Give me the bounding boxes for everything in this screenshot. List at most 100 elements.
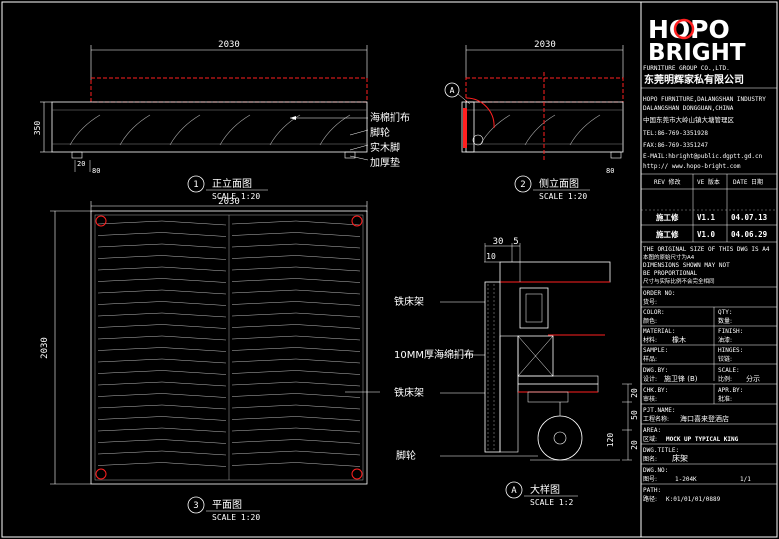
dwg-by-value: 施卫锋 (B) [664, 374, 698, 383]
plan-view: 2030 2030 [40, 197, 380, 485]
view-num-front: 1 [193, 180, 198, 190]
plan-slat-line [97, 232, 227, 237]
view-name-front: 正立面图 [212, 177, 252, 190]
callout-fabric: 海棉扪布 [370, 111, 410, 124]
plan-slat-line [97, 335, 227, 341]
plan-slat-line [231, 462, 361, 467]
view-num-detail: A [511, 486, 517, 496]
area-cn: 区域: [643, 435, 657, 443]
plan-slat-line [231, 427, 361, 433]
front-small-dim-b: 80 [92, 167, 100, 175]
view-scale-detail: SCALE 1:2 [530, 498, 574, 507]
view-name-detail: 大样图 [530, 483, 560, 496]
detail-dim-30: 30 [493, 237, 504, 247]
detail-dim-10: 10 [486, 252, 496, 261]
area-label: AREA: [643, 427, 661, 434]
rev1-ver: V1.1 [697, 213, 716, 222]
rev1-date: 04.07.13 [731, 213, 768, 222]
plan-slat-line [97, 243, 227, 249]
front-small-dim-a: 20 [77, 160, 85, 168]
view-name-plan: 平面图 [212, 499, 242, 511]
material-label: MATERIAL: [643, 328, 676, 335]
dwg-by-label: DWG.BY: [643, 367, 668, 374]
view-title-front: 1 正立面图 SCALE 1:20 [187, 175, 268, 201]
note-2: 本图的原始尺寸为A4 [643, 253, 695, 261]
front-elevation: 2030 350 20 80 [33, 40, 369, 175]
dwg-no-label: DWG.NO: [643, 467, 668, 474]
finish-label: FINISH: [718, 328, 743, 335]
area-value: MOCK UP TYPICAL KING [666, 436, 739, 443]
pjt-name-cn: 工程名称: [643, 415, 669, 423]
note-3: DIMENSIONS SHOWN MAY NOT [643, 262, 730, 269]
front-width-dim: 2030 [218, 40, 240, 50]
rev2-date: 04.06.29 [731, 230, 768, 239]
web: http:// www.hopo-bright.com [643, 163, 741, 170]
view-num-side: 2 [520, 180, 525, 190]
plan-slat-line [97, 347, 227, 352]
callout-wood-leg: 实木脚 [370, 141, 400, 154]
pjt-name-label: PJT.NAME: [643, 407, 676, 414]
plan-slat-line [231, 370, 361, 375]
callout-sponge-fabric: 10MM厚海绵扪布 [394, 348, 474, 361]
title-block: HOPO BRIGHT FURNITURE GROUP CO.,LTD. 东莞明… [641, 15, 777, 503]
plan-slat-line [231, 289, 361, 295]
view-scale-plan: SCALE 1:20 [212, 513, 260, 522]
plan-slat-line [231, 232, 361, 237]
rev-header-date: DATE 日期 [733, 178, 763, 186]
path-cn: 路径: [643, 495, 657, 503]
address-cn: 中国东莞市大岭山镇大塘管理区 [643, 115, 735, 124]
plan-slat-line [97, 462, 227, 467]
side-width-dim: 2030 [534, 40, 556, 50]
plan-slat-line [97, 301, 227, 306]
view-scale-front: SCALE 1:20 [212, 192, 260, 201]
tel: TEL:86-769-3351928 [643, 130, 708, 137]
callout-caster-detail: 脚轮 [396, 449, 416, 462]
plan-slat-line [231, 220, 361, 226]
front-frame-red [90, 77, 368, 103]
plan-slat-line [231, 324, 361, 329]
sample-label: SAMPLE: [643, 347, 668, 354]
note-5: 尺寸与实际比例不会完全相同 [643, 277, 715, 285]
plan-slat-line [97, 370, 227, 375]
logo-subtitle: FURNITURE GROUP CO.,LTD. [643, 65, 730, 72]
address-en-1: HOPO FURNITURE,DALANGSHAN INDUSTRY [643, 96, 766, 103]
callout-iron-frame: 铁床架 [394, 295, 424, 308]
path-label: PATH: [643, 487, 661, 494]
view-num-plan: 3 [193, 501, 198, 511]
color-cn: 颜色: [643, 317, 657, 325]
plan-slat-line [97, 427, 227, 433]
logo-hopo: HOPO [648, 15, 730, 44]
plan-slat-line [231, 358, 361, 364]
dwg-by-cn: 设计: [643, 375, 657, 383]
qty-label: QTY: [718, 309, 732, 316]
sample-cn: 样品: [643, 355, 657, 363]
hinges-label: HINGES: [718, 347, 743, 354]
front-height-dim: 350 [33, 121, 42, 136]
detail-dim-50: 50 [630, 410, 639, 420]
qty-cn: 数量: [718, 317, 732, 325]
view-title-detail: A 大样图 SCALE 1:2 [505, 481, 578, 507]
plan-slat-line [97, 255, 227, 260]
plan-slat-line [97, 393, 227, 398]
plan-height-dim: 2030 [40, 337, 50, 359]
email: E-MAIL:hbright@public.dgptt.gd.cn [643, 153, 763, 160]
plan-slat-line [97, 266, 227, 272]
pjt-value: 海口喜来登酒店 [680, 414, 729, 423]
rev2-ver: V1.0 [697, 230, 716, 239]
plan-slat-line [97, 358, 227, 364]
plan-slat-line [231, 439, 361, 444]
rev-header-rev: REV 修改 [654, 178, 680, 186]
rev2-desc: 施工修 [656, 229, 679, 239]
plan-slat-line [231, 416, 361, 421]
plan-slat-line [97, 312, 227, 318]
order-no: ORDER NO: [643, 290, 676, 297]
plan-slat-line [231, 266, 361, 272]
view-scale-side: SCALE 1:20 [539, 192, 587, 201]
detail-dim-20b: 20 [630, 440, 639, 450]
note-1: THE ORIGINAL SIZE OF THIS DWG IS A4 [643, 246, 770, 253]
path-value: K:01/01/01/0889 [666, 496, 721, 503]
detail-a: 30 5 10 20 50 120 20 [440, 237, 639, 461]
plan-slat-line [231, 278, 361, 283]
callout-caster: 脚轮 [370, 126, 390, 139]
